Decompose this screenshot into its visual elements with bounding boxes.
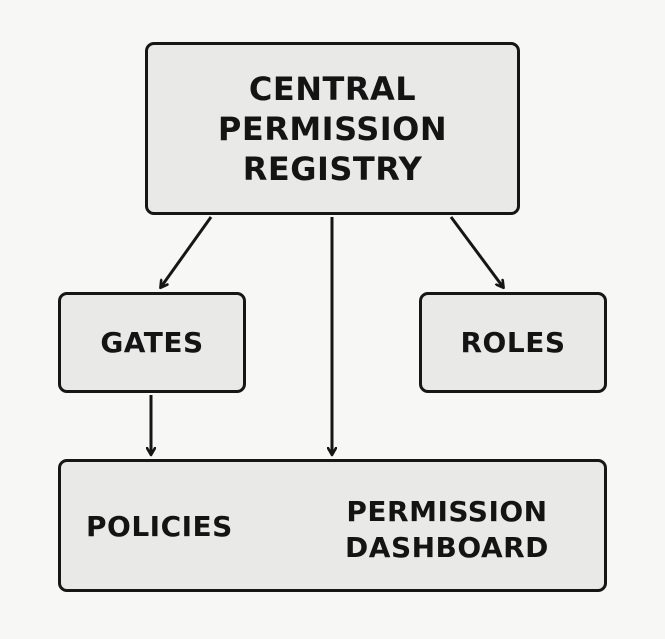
gates-label: GATES	[100, 326, 204, 359]
policies-label: POLICIES	[86, 510, 233, 543]
registry-label-line-3: REGISTRY	[242, 149, 423, 188]
registry-label-line-1: CENTRAL	[248, 69, 417, 108]
registry-label-line-2: PERMISSION	[217, 109, 448, 148]
dashboard-label-line-2: DASHBOARD	[345, 531, 549, 564]
permission-dashboard-label: PERMISSION DASHBOARD	[337, 494, 557, 566]
node-roles: ROLES	[419, 292, 607, 393]
node-gates: GATES	[58, 292, 246, 393]
node-policies-and-dashboard: POLICIES PERMISSION DASHBOARD	[58, 459, 607, 592]
dashboard-label-line-1: PERMISSION	[346, 495, 548, 528]
arrow-registry-to-roles	[449, 216, 503, 287]
roles-label: ROLES	[460, 326, 566, 359]
node-central-permission-registry: CENTRAL PERMISSION REGISTRY	[145, 42, 520, 215]
arrow-registry-to-gates	[161, 216, 213, 287]
